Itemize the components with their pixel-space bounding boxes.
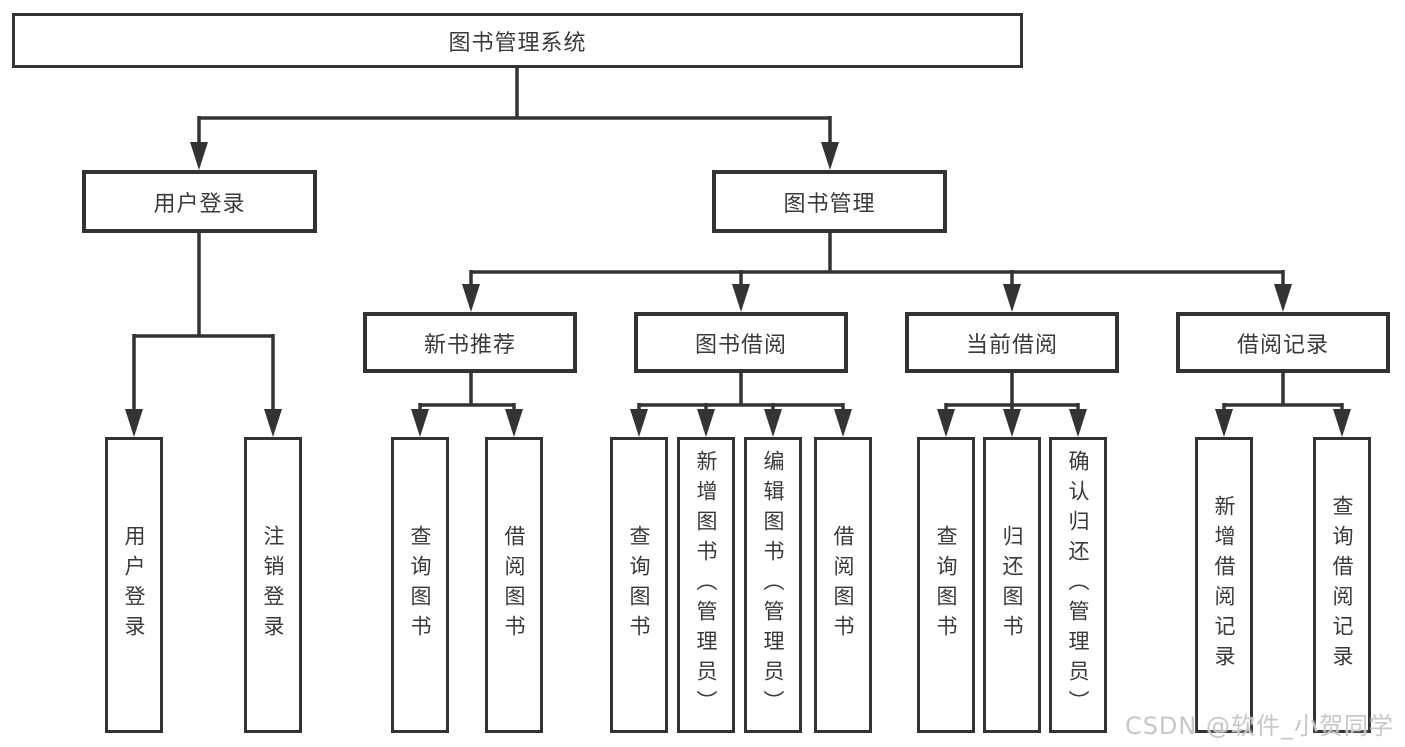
leaf-logout: 注销登录: [244, 437, 302, 733]
leaf-add-borrow-record: 新增借阅记录: [1195, 437, 1253, 733]
leaf-return-book: 归还图书: [983, 437, 1041, 733]
leaf-query-books-current: 查询图书: [917, 437, 975, 733]
node-book-borrow: 图书借阅: [634, 312, 848, 373]
leaf-confirm-return-admin: 确认归还（管理员）: [1049, 437, 1107, 733]
leaf-borrow-books: 借阅图书: [814, 437, 872, 733]
leaf-borrow-books-recommend: 借阅图书: [485, 437, 543, 733]
node-system-root: 图书管理系统: [12, 13, 1023, 68]
leaf-query-books-recommend: 查询图书: [391, 437, 449, 733]
node-current-borrow: 当前借阅: [905, 312, 1119, 373]
leaf-user-login: 用户登录: [105, 437, 163, 733]
leaf-query-borrow-record: 查询借阅记录: [1313, 437, 1371, 733]
node-borrow-records: 借阅记录: [1176, 312, 1390, 373]
leaf-query-books-borrow: 查询图书: [610, 437, 668, 733]
leaf-add-book-admin: 新增图书（管理员）: [677, 437, 735, 733]
leaf-edit-book-admin: 编辑图书（管理员）: [744, 437, 802, 733]
node-user-login: 用户登录: [82, 170, 317, 233]
csdn-watermark: CSDN @软件_小贺同学: [1124, 712, 1394, 740]
node-book-management: 图书管理: [712, 170, 947, 233]
node-new-book-recommend: 新书推荐: [363, 312, 577, 373]
